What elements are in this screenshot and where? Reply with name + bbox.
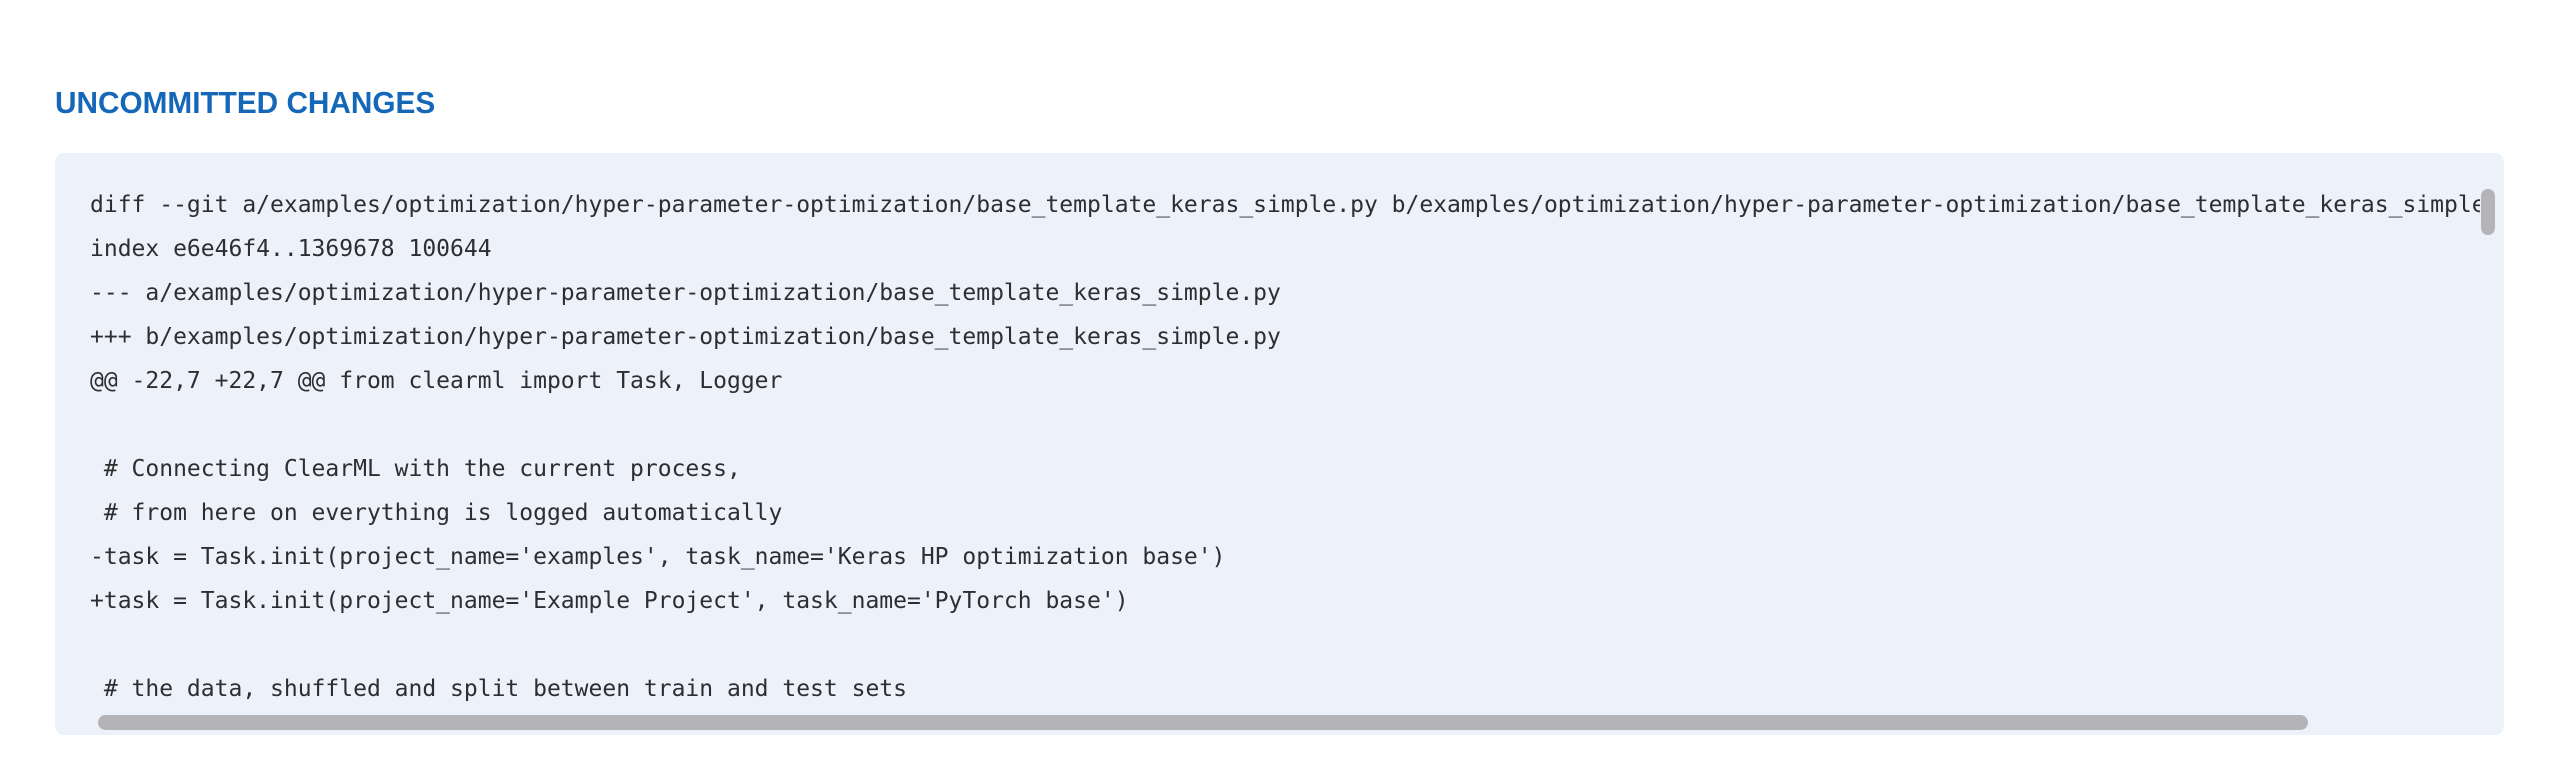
uncommitted-changes-panel: diff --git a/examples/optimization/hyper… xyxy=(55,153,2504,735)
uncommitted-changes-section-title: UNCOMMITTED CHANGES xyxy=(55,85,436,120)
git-diff-content[interactable]: diff --git a/examples/optimization/hyper… xyxy=(90,192,2480,702)
vertical-scrollbar-thumb[interactable] xyxy=(2481,189,2495,235)
horizontal-scrollbar-thumb[interactable] xyxy=(98,715,2308,730)
